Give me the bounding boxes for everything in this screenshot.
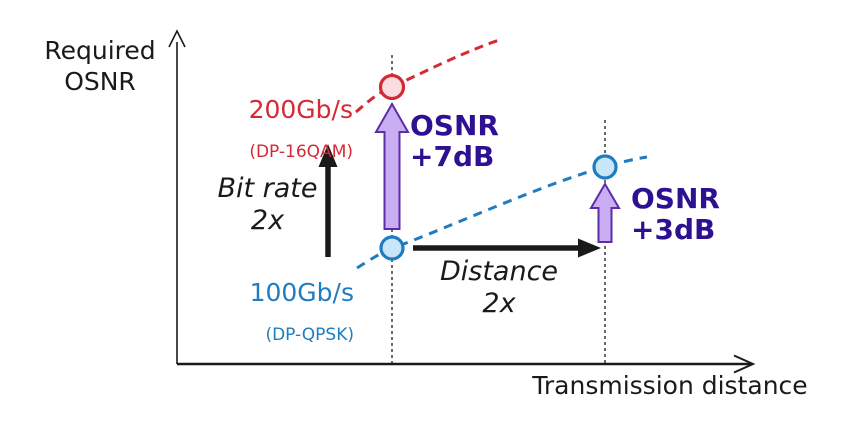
series-200g-rate: 200Gb/s (248, 95, 353, 124)
osnr-plus7db-label: OSNR +7dB (410, 109, 499, 173)
bit-rate-arrowhead-icon (318, 144, 338, 167)
y-axis-arrowhead-icon (168, 29, 186, 48)
bit-rate-annotation: Bit rate 2x (217, 173, 318, 236)
series-100g-modulation: (DP-QPSK) (265, 325, 354, 345)
osnr-plus7db-arrow-icon (374, 101, 410, 230)
x-axis-label: Transmission distance (532, 371, 808, 400)
marker-100g-double-distance-point (592, 154, 618, 180)
distance-arrowhead-icon (578, 238, 601, 258)
distance-annotation: Distance 2x (439, 256, 559, 319)
series-200g-label: 200Gb/s (DP-16QAM) (190, 77, 353, 182)
series-100g-label: 100Gb/s (DP-QPSK) (190, 260, 354, 365)
y-axis-label: Required OSNR (44, 36, 156, 96)
osnr-plus3db-arrow-icon (589, 182, 621, 243)
osnr-plus3db-label: OSNR +3dB (631, 182, 720, 246)
marker-100g-point (379, 235, 405, 261)
marker-200g-point (378, 73, 406, 101)
curve-200g-dashed (355, 38, 500, 114)
x-axis-arrowhead-icon (733, 354, 756, 374)
series-200g-modulation: (DP-16QAM) (249, 142, 353, 162)
series-100g-rate: 100Gb/s (249, 278, 354, 307)
